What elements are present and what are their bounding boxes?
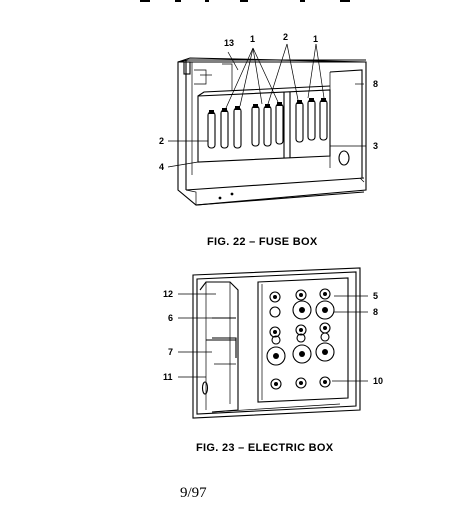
callout-2: 2 — [283, 32, 288, 42]
electric-box-illustration — [178, 267, 368, 419]
fig22-caption: FIG. 22 – FUSE BOX — [207, 236, 318, 248]
fuse-box-illustration — [167, 43, 367, 206]
callout-11: 11 — [163, 372, 173, 382]
callout-6: 6 — [168, 313, 173, 323]
callout-2: 2 — [159, 136, 164, 146]
fuse-box-callouts: 13 1 2 1 8 2 3 4 — [159, 32, 378, 172]
callout-7: 7 — [168, 347, 173, 357]
callout-1: 1 — [250, 34, 255, 44]
callout-12: 12 — [163, 289, 173, 299]
callout-10: 10 — [373, 376, 383, 386]
page-date: 9/97 — [180, 485, 207, 501]
callout-8: 8 — [373, 79, 378, 89]
callout-13: 13 — [224, 38, 234, 48]
callout-8: 8 — [373, 307, 378, 317]
fig23-caption: FIG. 23 – ELECTRIC BOX — [196, 442, 334, 454]
callout-3: 3 — [373, 141, 378, 151]
callout-1: 1 — [313, 34, 318, 44]
top-edge-marks — [140, 0, 350, 2]
callout-4: 4 — [159, 162, 164, 172]
electric-box-callouts: 12 6 7 11 5 8 10 — [163, 289, 383, 386]
callout-5: 5 — [373, 291, 378, 301]
